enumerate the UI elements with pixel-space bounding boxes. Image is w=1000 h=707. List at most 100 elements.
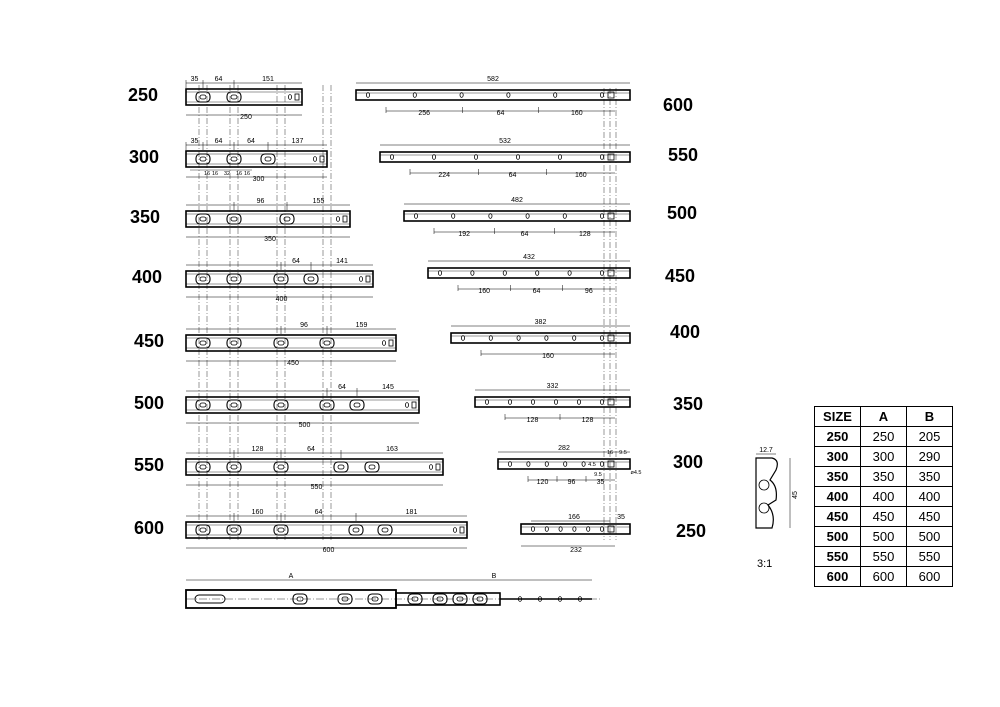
- size-label-left: 350: [130, 207, 161, 227]
- rail-hole: [473, 154, 478, 160]
- slot-outer: [303, 273, 319, 285]
- cell: 300: [814, 446, 861, 467]
- rail-hole: [460, 335, 465, 341]
- rail-hole: [531, 526, 536, 532]
- rail-end-tab: [294, 93, 300, 101]
- slot-inner: [199, 464, 207, 470]
- rail-slot: [195, 213, 211, 225]
- cell: 350: [860, 466, 907, 487]
- dimension-value: 155: [313, 198, 325, 205]
- assembly-slot: [367, 593, 383, 605]
- slot-inner: [368, 464, 376, 470]
- rail-slot: [273, 337, 289, 349]
- dimension-value: 64: [338, 384, 346, 391]
- rail-hole: [431, 154, 436, 160]
- slot-outer: [452, 593, 468, 605]
- rail-hole: [572, 526, 577, 532]
- rail-hole: [488, 213, 493, 219]
- slot-inner: [277, 402, 285, 408]
- dimension-value: 35: [191, 138, 199, 145]
- size-label-left: 300: [129, 147, 160, 167]
- rail-slot: [195, 153, 211, 165]
- size-label-right: 300: [673, 452, 704, 472]
- slot-outer: [333, 461, 349, 473]
- rail-slot: [226, 337, 242, 349]
- slot-outer: [226, 153, 242, 165]
- slot-outer: [195, 399, 211, 411]
- rail-end-tab: [342, 215, 348, 223]
- rail-slot: [226, 461, 242, 473]
- slot-outer: [195, 153, 211, 165]
- dimension-value: 64: [307, 446, 315, 453]
- right-rail-body: [427, 267, 631, 279]
- rail-slot: [226, 91, 242, 103]
- rail-hole: [502, 270, 507, 276]
- left-rail-body: [185, 396, 420, 414]
- slot-inner: [199, 402, 207, 408]
- rail-hole: [563, 461, 568, 467]
- dimension-value: 128: [527, 417, 539, 424]
- slot-inner: [277, 276, 285, 282]
- rail-hole: [413, 213, 418, 219]
- rail-slot: [195, 399, 211, 411]
- slot-inner: [199, 216, 207, 222]
- dimension-total: 600: [323, 547, 335, 554]
- dimension-total: 532: [499, 138, 511, 145]
- scale-label: 3:1: [757, 558, 773, 570]
- slot-inner: [411, 596, 419, 602]
- rail-hole: [516, 335, 521, 341]
- left-rail-body: [185, 521, 468, 539]
- cell: 350: [906, 466, 953, 487]
- dimension-total: 500: [299, 422, 311, 429]
- dimension-value: 160: [575, 172, 587, 179]
- rail-end-block: [607, 334, 615, 342]
- rail-end-tab: [365, 275, 371, 283]
- rail-slot: [226, 524, 242, 536]
- rail-end-tab: [411, 401, 417, 409]
- dimension-value: 96: [300, 322, 308, 329]
- dimension-value: 166: [568, 514, 580, 521]
- slot-outer: [195, 91, 211, 103]
- rail-slot: [279, 213, 295, 225]
- right-rail-body: [403, 210, 631, 222]
- dimension-value: 64: [292, 258, 300, 265]
- rail-slot: [319, 337, 335, 349]
- dimension-value: 141: [336, 258, 348, 265]
- cell: 450: [860, 506, 907, 527]
- cell: 250: [860, 426, 907, 447]
- slot-inner: [199, 340, 207, 346]
- slot-outer: [367, 593, 383, 605]
- slot-inner: [230, 94, 238, 100]
- slot-outer: [226, 524, 242, 536]
- rail-slot: [195, 524, 211, 536]
- cell: 450: [814, 506, 861, 527]
- cell: 205: [906, 426, 953, 447]
- section-ball: [758, 479, 770, 491]
- slot-outer: [319, 399, 335, 411]
- assembly-slot: [292, 593, 308, 605]
- cell: 600: [906, 566, 953, 587]
- rail-end-block: [607, 153, 615, 161]
- size-label-left: 450: [134, 331, 165, 351]
- rail-hole: [488, 335, 493, 341]
- slot-outer: [273, 524, 289, 536]
- right-rail-body: [474, 396, 631, 408]
- assembly-slot: [337, 593, 353, 605]
- cell: 550: [814, 546, 861, 567]
- assembly-slot: [194, 594, 226, 604]
- rail-hole: [600, 335, 605, 341]
- rail-hole: [451, 213, 456, 219]
- assembly-slot: [472, 593, 488, 605]
- rail-end-block: [607, 212, 615, 220]
- sub-dimension: 16: [212, 171, 218, 177]
- slot-outer: [349, 399, 365, 411]
- assembly-hole: [558, 596, 563, 602]
- dimension-value: 64: [215, 76, 223, 83]
- section-ball: [758, 502, 770, 514]
- dimension-total: 350: [264, 236, 276, 243]
- rail-hole: [600, 154, 605, 160]
- left-rail-body: [185, 270, 374, 288]
- slot-outer: [195, 273, 211, 285]
